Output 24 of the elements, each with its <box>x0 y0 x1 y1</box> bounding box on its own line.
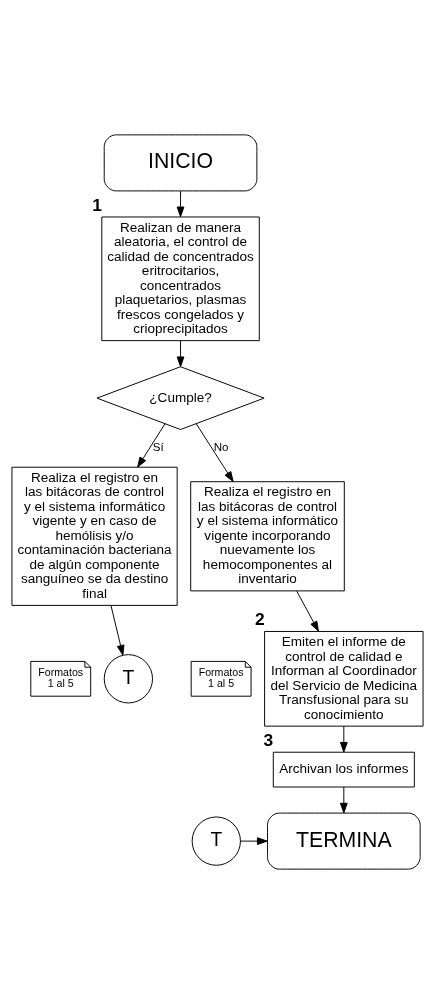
node-diamond: ¿Cumple? <box>96 366 265 431</box>
arrow <box>339 786 348 814</box>
arrow <box>176 340 185 368</box>
node-box: TERMINA <box>267 812 421 870</box>
node-box: Realiza el registro en las bitácoras de control y el sistema informático vigente y en caso de hemólisis y/o contaminación bacteriana de algún componente sanguíneo se da destino final <box>11 466 178 606</box>
node-box: Archivan los informes <box>272 751 415 788</box>
node-label: 2 <box>254 609 265 630</box>
arrow <box>339 725 348 753</box>
arrow <box>110 605 125 656</box>
node-label: 1 <box>92 194 102 215</box>
node-label: 3 <box>263 729 274 750</box>
node-circle: T <box>103 654 153 704</box>
node-box: Realizan de manera aleatoria, el control de calidad de concentrados eritrocitarios, concentrados plaquetarios, plasmas frescos congelados y crioprecipitados <box>101 216 260 342</box>
arrow <box>195 423 234 482</box>
node-box: Realiza el registro en las bitácoras de control y el sistema informático vigente incorporando nuevamente los hemocomponentes al inventario <box>190 481 345 592</box>
node-box: Emiten el informe de control de calidad e Informan al Coordinador del Servicio de Medicina Transfusional para su conocimiento <box>264 630 424 727</box>
arrow <box>176 190 185 218</box>
node-box: INICIO <box>103 134 258 192</box>
arrow <box>137 423 166 468</box>
edge-label: No <box>213 441 229 454</box>
edge-label: Sí <box>152 441 164 454</box>
node-circle: T <box>191 816 241 866</box>
arrow <box>296 590 319 632</box>
arrow <box>239 837 268 845</box>
